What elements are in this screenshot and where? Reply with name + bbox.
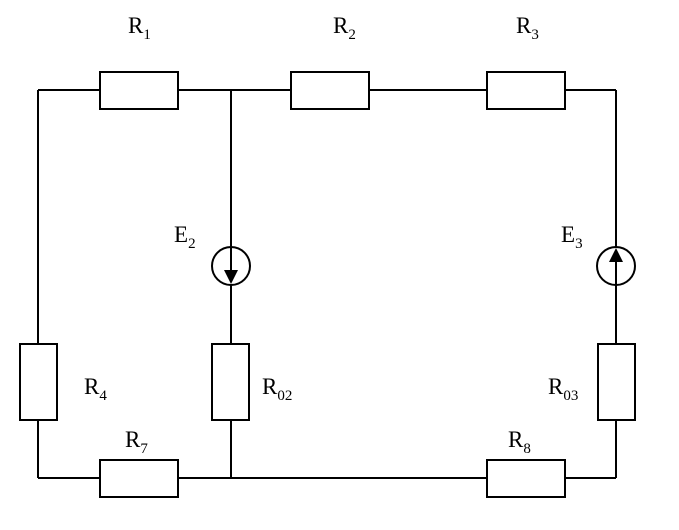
arrow-down-icon <box>224 270 238 284</box>
label-r03: R03 <box>548 374 578 404</box>
wires <box>37 89 617 479</box>
resistor-r02 <box>211 343 250 421</box>
label-r02: R02 <box>262 374 292 404</box>
arrow-up-icon <box>609 248 623 262</box>
resistor-r03 <box>597 343 636 421</box>
label-r1: R1 <box>128 13 151 43</box>
label-r4: R4 <box>84 374 107 404</box>
label-r8: R8 <box>508 427 531 457</box>
resistor-r8 <box>486 459 566 498</box>
label-e2: E2 <box>174 222 196 252</box>
resistor-r4 <box>19 343 58 421</box>
resistor-r7 <box>99 459 179 498</box>
label-r7: R7 <box>125 427 148 457</box>
resistor-r2 <box>290 71 370 110</box>
resistor-r1 <box>99 71 179 110</box>
label-r3: R3 <box>516 13 539 43</box>
source-e3 <box>596 246 636 286</box>
label-r2: R2 <box>333 13 356 43</box>
source-e2 <box>211 246 251 286</box>
label-e3: E3 <box>561 222 583 252</box>
resistor-r3 <box>486 71 566 110</box>
